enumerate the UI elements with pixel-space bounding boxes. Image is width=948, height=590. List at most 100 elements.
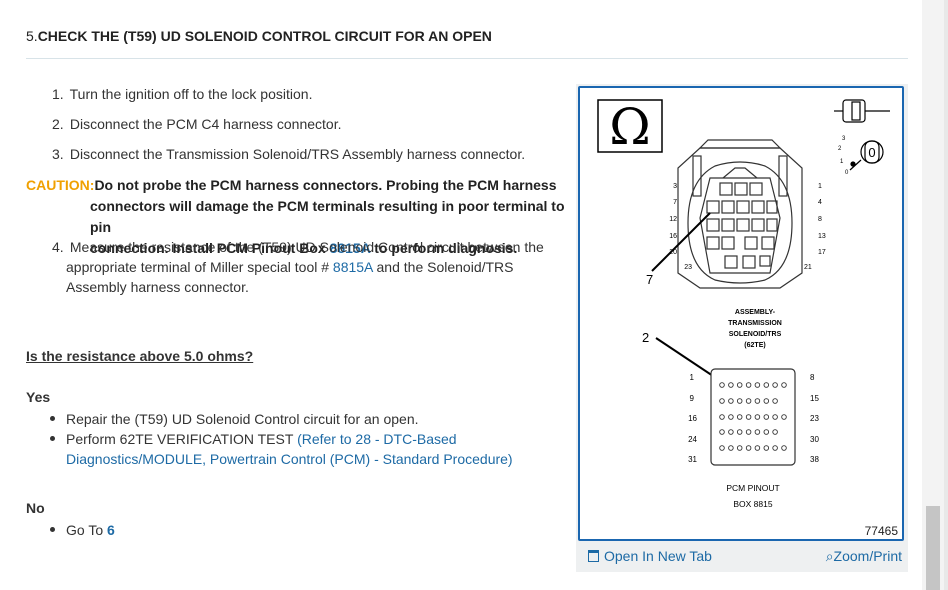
- svg-text:SOLENOID/TRS: SOLENOID/TRS: [729, 331, 782, 338]
- pin-hole: [763, 398, 770, 404]
- pin-hole: [719, 382, 725, 388]
- pin-hole: [719, 429, 725, 435]
- pin-hole: [754, 414, 761, 420]
- svg-text:12: 12: [669, 216, 677, 223]
- instruction-2: 2. Disconnect the PCM C4 harness connect…: [52, 116, 342, 132]
- svg-text:31: 31: [688, 455, 697, 464]
- pinout-right-numbers: 8 15 23 30 38: [810, 373, 819, 464]
- svg-text:7: 7: [673, 199, 677, 206]
- pin-hole: [763, 382, 770, 388]
- list-item: Perform 62TE VERIFICATION TEST (Refer to…: [50, 429, 513, 469]
- pin-hole: [736, 445, 743, 451]
- pinout-box-drawing: [710, 368, 796, 466]
- pin-hole: [772, 445, 778, 451]
- pin-hole: [745, 445, 752, 451]
- instruction-4: 4. Measure the resistance of the (T59) U…: [52, 239, 544, 295]
- instruction-1: 1. Turn the ignition off to the lock pos…: [52, 86, 313, 102]
- pin-hole: [754, 429, 761, 435]
- callout-2: 2: [642, 330, 649, 345]
- svg-text:13: 13: [818, 233, 826, 240]
- open-in-new-tab-button[interactable]: Open In New Tab: [588, 548, 712, 564]
- pin-hole: [754, 382, 761, 388]
- no-label: No: [26, 500, 45, 516]
- svg-text:21: 21: [804, 264, 812, 271]
- svg-text:8: 8: [818, 216, 822, 223]
- figure-panel: Ω 0 3 2 1 0: [576, 84, 908, 572]
- connector-left-numbers: 3 7 12 16 20 23: [669, 183, 692, 271]
- svg-text:3: 3: [673, 183, 677, 190]
- svg-text:38: 38: [810, 455, 819, 464]
- procedure-content: 5.CHECK THE (T59) UD SOLENOID CONTROL CI…: [26, 28, 908, 572]
- pin-hole: [736, 414, 743, 420]
- pin-hole: [719, 398, 725, 404]
- key-connector-icon: 0 3 2 1 0: [834, 99, 890, 176]
- callout-7-leader: [651, 212, 711, 272]
- caution-label: CAUTION:: [26, 177, 95, 193]
- pin-hole: [772, 382, 778, 388]
- svg-text:(62TE): (62TE): [744, 342, 765, 349]
- pin-hole: [754, 445, 761, 451]
- pin-hole: [745, 429, 752, 435]
- pin-hole: [745, 414, 752, 420]
- svg-text:BOX 8815: BOX 8815: [733, 499, 772, 509]
- svg-text:1: 1: [840, 159, 844, 165]
- pin-hole: [736, 398, 743, 404]
- pin-hole: [745, 382, 752, 388]
- resistance-question: Is the resistance above 5.0 ohms?: [26, 348, 254, 364]
- svg-text:ASSEMBLY-: ASSEMBLY-: [735, 309, 776, 316]
- scrollbar-thumb[interactable]: [926, 506, 940, 590]
- pin-hole: [736, 382, 743, 388]
- svg-text:TRANSMISSION: TRANSMISSION: [728, 320, 782, 327]
- svg-text:0: 0: [868, 145, 875, 160]
- svg-text:30: 30: [810, 435, 819, 444]
- zoom-print-button[interactable]: ⌕Zoom/Print: [825, 548, 902, 564]
- instruction-3: 3. Disconnect the Transmission Solenoid/…: [52, 146, 526, 162]
- svg-text:24: 24: [688, 435, 697, 444]
- svg-text:9: 9: [690, 394, 695, 403]
- tool-link-8815a[interactable]: 8815A: [329, 240, 371, 256]
- pinout-left-numbers: 1 9 16 24 31: [688, 373, 697, 464]
- pin-hole: [728, 398, 734, 404]
- verification-test-link[interactable]: Diagnostics/MODULE, Powertrain Control (…: [66, 451, 513, 467]
- list-item: Go To 6: [50, 520, 115, 540]
- figure-toolbar: Open In New Tab ⌕Zoom/Print: [576, 543, 908, 570]
- go-to-step-link[interactable]: 6: [107, 522, 115, 538]
- svg-text:16: 16: [669, 233, 677, 240]
- svg-text:1: 1: [818, 183, 822, 190]
- pin-hole: [728, 429, 734, 435]
- page-scrollbar[interactable]: [922, 0, 948, 590]
- tool-link-8815a[interactable]: 8815A: [332, 259, 373, 275]
- pin-hole: [719, 445, 725, 451]
- svg-text:16: 16: [688, 414, 697, 423]
- caution-block: CAUTION:Do not probe the PCM harness con…: [26, 177, 565, 256]
- svg-text:17: 17: [818, 249, 826, 256]
- yes-actions: Repair the (T59) UD Solenoid Control cir…: [50, 409, 513, 469]
- svg-text:1: 1: [690, 373, 695, 382]
- pin-hole: [763, 414, 770, 420]
- callout-7: 7: [646, 272, 653, 287]
- ohm-symbol-icon: Ω: [609, 98, 650, 156]
- new-tab-icon: [588, 550, 599, 562]
- step-heading: 5.CHECK THE (T59) UD SOLENOID CONTROL CI…: [26, 28, 492, 44]
- svg-text:2: 2: [838, 146, 842, 152]
- pin-hole: [754, 398, 761, 404]
- svg-text:0: 0: [845, 170, 849, 176]
- pinout-label: PCM PINOUT BOX 8815: [726, 483, 779, 509]
- transmission-connector-drawing: [677, 139, 803, 289]
- pin-hole: [728, 445, 734, 451]
- pin-hole: [736, 429, 743, 435]
- step-number: 5.: [26, 28, 38, 44]
- yes-label: Yes: [26, 389, 51, 405]
- svg-text:23: 23: [684, 264, 692, 271]
- wiring-figure[interactable]: Ω 0 3 2 1 0: [578, 86, 904, 541]
- pinout-pins: [719, 382, 787, 451]
- ohmmeter-icon-frame: [597, 99, 663, 153]
- svg-text:PCM PINOUT: PCM PINOUT: [726, 483, 779, 493]
- heading-divider: [26, 58, 908, 59]
- verification-test-link[interactable]: (Refer to 28 - DTC-Based: [297, 431, 457, 447]
- connector-diagram: Ω 0 3 2 1 0: [597, 98, 898, 538]
- no-actions: Go To 6: [50, 520, 115, 540]
- pin-hole: [763, 445, 770, 451]
- pin-hole: [728, 382, 734, 388]
- svg-text:8: 8: [810, 373, 815, 382]
